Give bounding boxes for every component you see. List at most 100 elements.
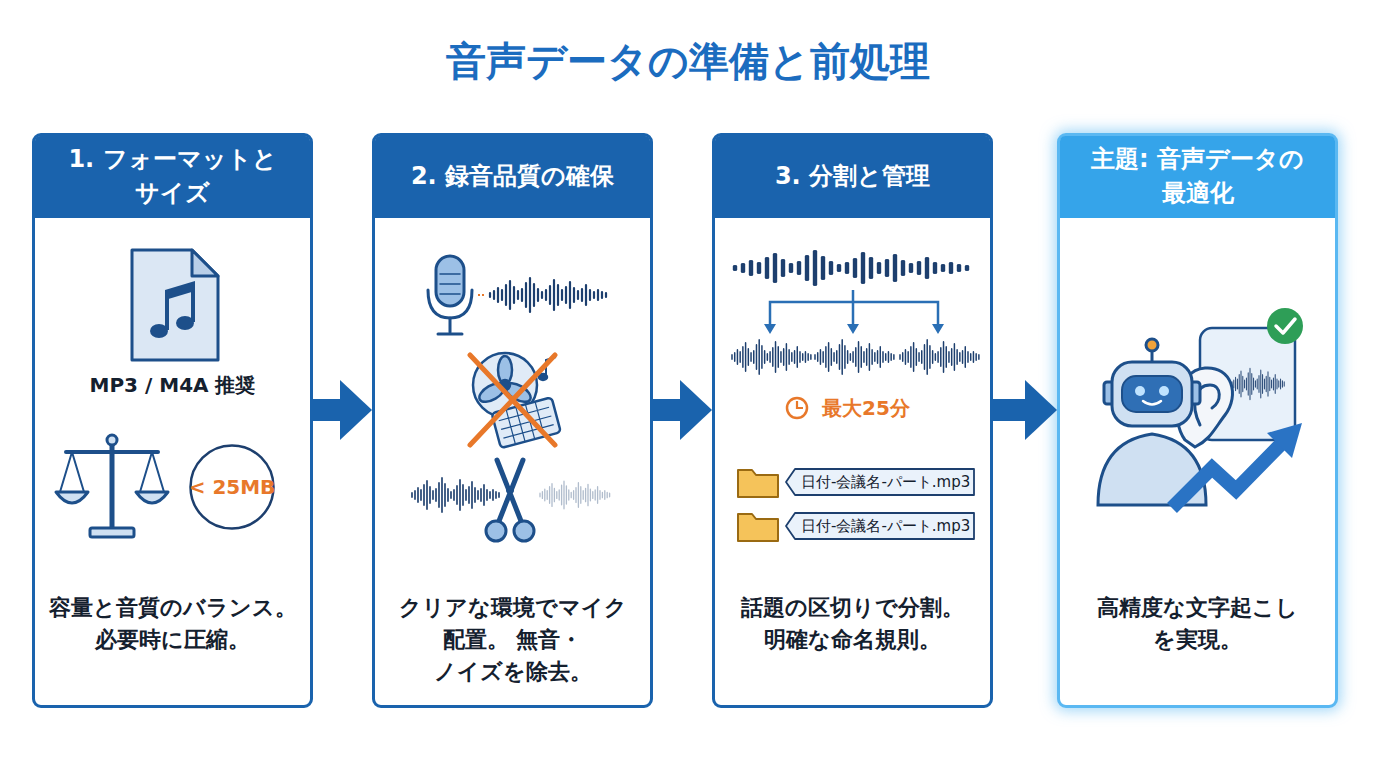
tag-shape	[786, 469, 974, 495]
scissor-handle	[514, 521, 534, 541]
file-name-tag: 日付-会議名-パート.mp3	[785, 512, 975, 540]
scale-string	[60, 452, 84, 492]
robot-antenna	[1151, 350, 1154, 362]
flow-arrow	[993, 399, 1027, 421]
keyboard-keys	[496, 399, 556, 447]
panel-body: 話題の区切りで分割。 明確な命名規則。	[715, 592, 990, 656]
ear-inner	[1195, 385, 1219, 425]
format-label: MP3 / M4A 推奨	[35, 373, 310, 397]
robot-body	[1098, 434, 1206, 505]
trend-line	[1172, 441, 1284, 508]
panel-heading: 主題: 音声データの 最適化	[1060, 136, 1335, 218]
size-limit: < 25MB	[189, 444, 275, 530]
robot-eye	[1135, 386, 1145, 396]
note-head	[150, 324, 168, 338]
waveform	[490, 278, 606, 312]
ear-icon	[1177, 368, 1233, 447]
folder-icon	[738, 514, 778, 541]
duration-label: 最大25分	[822, 396, 910, 420]
note-beam	[165, 281, 195, 300]
scale-top	[107, 435, 117, 445]
scissor-handle	[486, 521, 506, 541]
waveform	[412, 478, 499, 512]
waveform-trimmed	[540, 481, 610, 508]
scale-pan	[136, 492, 168, 503]
split-lines	[770, 290, 938, 328]
keyboard	[492, 397, 561, 448]
panel-body: 容量と音質のバランス。 必要時に圧縮。	[35, 592, 310, 656]
cross-mark	[470, 355, 555, 445]
scissor-blades	[497, 460, 523, 521]
scissors-icon	[486, 460, 534, 541]
step-panel: 2. 録音品質の確保クリアな環境でマイク 配置。 無音・ノイズを除去。	[372, 133, 653, 708]
size-limit-badge: < 25MB	[189, 444, 275, 530]
fan-blade	[502, 379, 533, 405]
scale-base	[90, 528, 134, 537]
connector-group	[313, 410, 1027, 411]
panel-body: クリアな環境でマイク 配置。 無音・ノイズを除去。	[375, 592, 650, 688]
scale-beam	[66, 450, 158, 454]
split-arrowheads	[764, 324, 944, 334]
noise-sources-icon	[473, 353, 561, 448]
step-panel: 1. フォーマットと サイズ MP3 / M4A 推奨容量と音質のバランス。 必要…	[32, 133, 313, 708]
mic-capsule	[436, 256, 464, 306]
flow-arrow	[313, 399, 342, 421]
waveform	[1232, 369, 1284, 400]
panel-heading: 1. フォーマットと サイズ	[35, 136, 310, 218]
mic-holder	[428, 290, 472, 318]
robot-visor	[1122, 376, 1182, 412]
file-outline	[132, 250, 218, 360]
trend-head	[1267, 423, 1302, 458]
waveform-part	[900, 340, 979, 374]
robot-smile	[1143, 401, 1161, 405]
fan-hub	[500, 380, 510, 390]
mic-grille	[440, 274, 460, 294]
check-mark	[1276, 319, 1295, 333]
clock-hands	[797, 401, 803, 408]
balance-scale-icon	[56, 435, 168, 537]
card-outline	[1200, 328, 1295, 440]
robot-ear	[1104, 382, 1114, 404]
robot-ear	[1190, 382, 1200, 404]
signal-dash	[478, 294, 486, 296]
panel-body: 高精度な文字起こし を実現。	[1060, 592, 1335, 656]
audio-file-icon	[132, 250, 218, 360]
file-name: 日付-会議名-パート.mp3	[785, 512, 975, 540]
robot-eye	[1159, 386, 1169, 396]
clock-face	[787, 398, 807, 418]
note-stem	[546, 357, 556, 376]
panel-heading: 2. 録音品質の確保	[375, 136, 650, 218]
scale-pan	[56, 492, 88, 503]
goal-panel: 主題: 音声データの 最適化高精度な文字起こし を実現。	[1057, 133, 1338, 708]
waveform-part	[732, 340, 811, 374]
step-panel: 3. 分割と管理最大25分話題の区切りで分割。 明確な命名規則。 日付-会議名-パ…	[712, 133, 993, 708]
clock-icon	[787, 398, 807, 418]
note-stem	[165, 292, 169, 330]
ear-outline	[1177, 368, 1233, 447]
tag-shape	[786, 513, 974, 539]
fan-frame	[473, 353, 537, 417]
check-badge	[1267, 308, 1303, 344]
diagram-title: 音声データの準備と前処理	[0, 34, 1376, 89]
keyboard-body	[492, 397, 561, 448]
fan-blade	[476, 379, 507, 405]
note-head	[176, 316, 194, 330]
mic-stand	[438, 318, 462, 334]
file-name: 日付-会議名-パート.mp3	[785, 468, 975, 496]
fan-blade	[498, 356, 512, 384]
robot-head	[1112, 362, 1192, 426]
scale-string	[140, 452, 164, 492]
waveform-part	[815, 340, 894, 374]
antenna-ball	[1146, 339, 1158, 351]
scissor-pivot	[508, 488, 513, 493]
note-stem	[191, 284, 195, 322]
microphone-icon	[428, 256, 472, 334]
file-fold	[192, 250, 218, 276]
folder-icon	[738, 470, 778, 497]
panel-heading: 3. 分割と管理	[715, 136, 990, 218]
scale-pole	[110, 442, 115, 528]
flow-arrow	[653, 399, 682, 421]
file-name-tag: 日付-会議名-パート.mp3	[785, 468, 975, 496]
trend-arrow	[1172, 423, 1302, 508]
